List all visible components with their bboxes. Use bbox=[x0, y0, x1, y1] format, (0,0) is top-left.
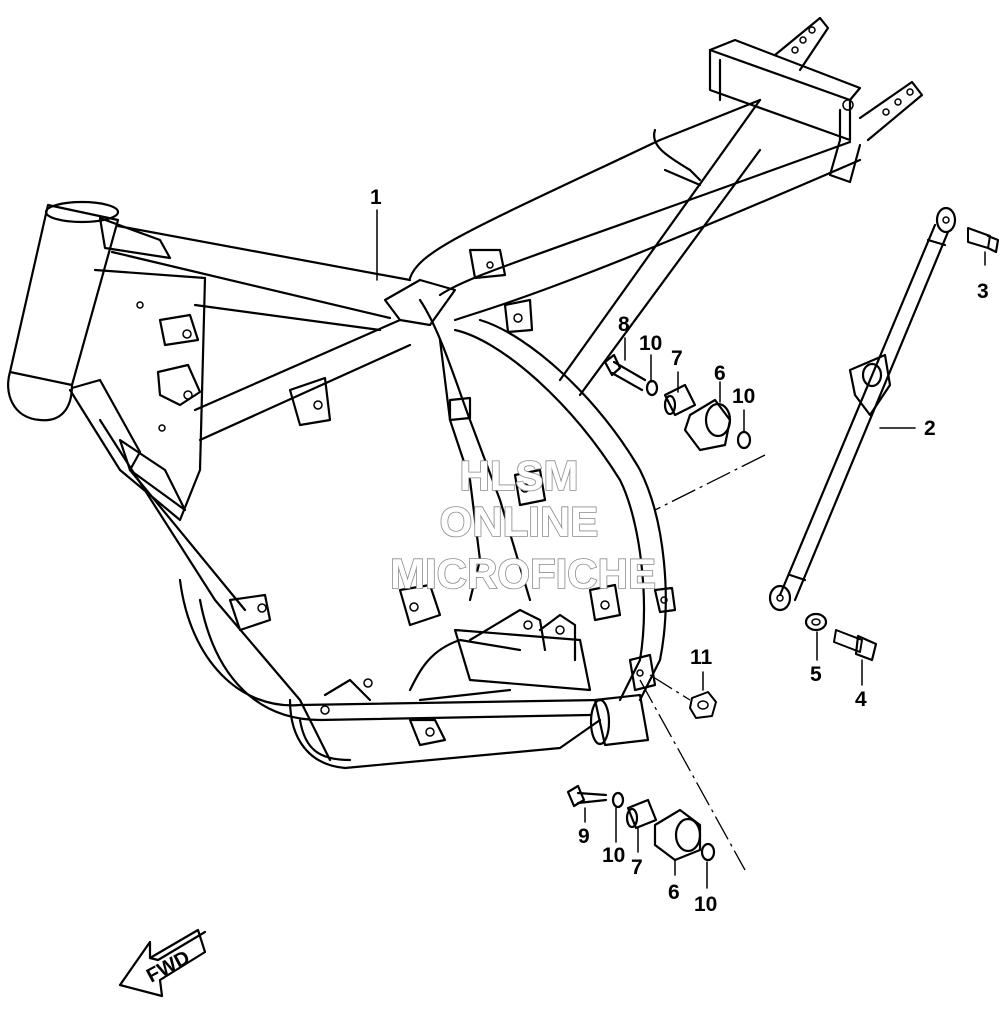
collar-part-7-upper bbox=[663, 383, 697, 417]
watermark-line-2: ONLINE bbox=[440, 498, 599, 545]
collar-part-7-lower bbox=[625, 798, 658, 830]
washer-part-10-lower-b bbox=[700, 842, 716, 862]
watermark-line-3: MICROFICHE bbox=[390, 550, 656, 597]
frame-body bbox=[7, 16, 924, 770]
washer-part-10-lower-a bbox=[611, 791, 625, 809]
callout-5: 5 bbox=[810, 663, 822, 686]
callout-10-lower-b: 10 bbox=[694, 893, 717, 916]
callout-6-lower: 6 bbox=[668, 881, 680, 904]
callout-10-lower-a: 10 bbox=[602, 844, 625, 867]
callout-7-lower: 7 bbox=[631, 856, 643, 879]
watermark: HLSM ONLINE MICROFICHE bbox=[389, 451, 657, 598]
nut-part-11 bbox=[689, 691, 717, 719]
callout-4: 4 bbox=[855, 688, 867, 711]
washer-part-10-upper-a bbox=[645, 379, 659, 397]
watermark-line-1: HLSM bbox=[460, 452, 579, 499]
callout-2: 2 bbox=[924, 417, 936, 440]
leader-lines bbox=[376, 209, 986, 889]
callout-9: 9 bbox=[578, 825, 590, 848]
fwd-arrow: FWD bbox=[118, 928, 207, 998]
callout-6-upper: 6 bbox=[714, 362, 726, 385]
washer-part-5 bbox=[804, 612, 828, 632]
cushion-part-6-upper bbox=[683, 398, 732, 452]
callout-10-upper-a: 10 bbox=[639, 332, 662, 355]
bolt-part-8 bbox=[603, 353, 647, 392]
callout-1: 1 bbox=[370, 186, 382, 209]
frame-stay-part bbox=[768, 206, 957, 612]
callout-3: 3 bbox=[977, 280, 989, 303]
callout-11: 11 bbox=[690, 646, 713, 669]
cushion-part-6-lower bbox=[653, 808, 702, 862]
bolt-part-9 bbox=[566, 784, 608, 808]
washer-part-10-upper-b bbox=[736, 430, 752, 450]
bolt-part-4 bbox=[833, 629, 878, 662]
bolt-part-3 bbox=[967, 227, 1000, 254]
callout-7-upper: 7 bbox=[671, 347, 683, 370]
callout-8: 8 bbox=[618, 313, 630, 336]
callout-10-upper-b: 10 bbox=[732, 385, 755, 408]
